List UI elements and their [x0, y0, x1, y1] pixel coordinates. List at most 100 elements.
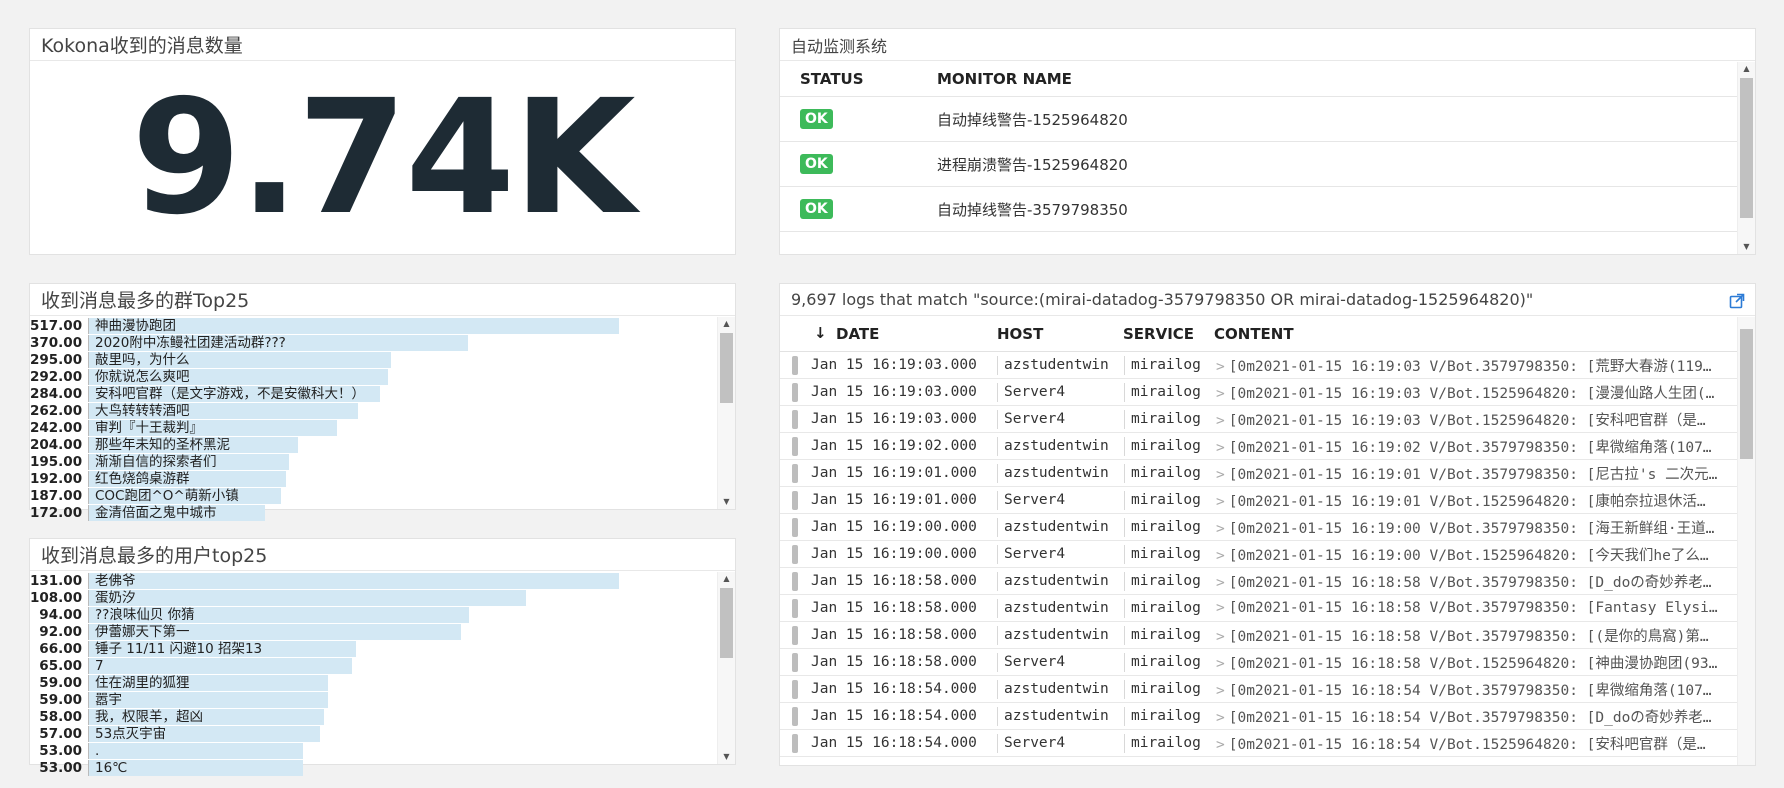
message-count-value: 9.74K	[131, 65, 635, 250]
log-content: [0m2021-01-15 16:19:02 V/Bot.3579798350:…	[1228, 439, 1712, 456]
log-content: [0m2021-01-15 16:19:03 V/Bot.3579798350:…	[1228, 358, 1712, 375]
toplist-bar	[89, 351, 391, 368]
scroll-up-icon[interactable]: ▲	[723, 319, 730, 328]
log-service: mirailog	[1131, 627, 1201, 643]
log-content: [0m2021-01-15 16:19:00 V/Bot.1525964820:…	[1228, 547, 1709, 564]
service-column-header[interactable]: SERVICE	[1123, 324, 1195, 343]
toplist-value: 284.00	[30, 385, 83, 402]
log-status-marker	[792, 436, 798, 456]
log-service: mirailog	[1131, 519, 1201, 535]
scroll-down-icon[interactable]: ▼	[723, 752, 730, 761]
log-date: Jan 15 16:19:00.000	[811, 519, 977, 535]
monitor-name[interactable]: 进程崩溃警告-1525964820	[937, 155, 1128, 174]
status-column-header[interactable]: STATUS	[800, 69, 864, 88]
toplist-value: 58.00	[39, 708, 82, 725]
toplist-label: 渐渐自信的探索者们	[95, 453, 217, 470]
log-date: Jan 15 16:19:01.000	[811, 465, 977, 481]
toplist-label: ??浪味仙贝 你猜	[95, 606, 195, 623]
content-column-header[interactable]: CONTENT	[1214, 324, 1294, 343]
toplist-label: 伊蕾娜天下第一	[95, 623, 190, 640]
logs-scrollbar[interactable]	[1737, 317, 1755, 765]
monitor-name[interactable]: 自动掉线警告-3579798350	[937, 200, 1128, 219]
log-host: Server4	[1004, 546, 1066, 562]
monitor-scrollbar[interactable]: ▲ ▼	[1737, 62, 1755, 254]
toplist-value: 192.00	[30, 470, 83, 487]
toplist-row[interactable]: 53.00.	[30, 742, 717, 759]
scrollbar-thumb[interactable]	[720, 588, 733, 658]
toplist-value: 262.00	[30, 402, 83, 419]
date-column-header[interactable]: ↓ DATE	[814, 323, 880, 343]
scroll-down-icon[interactable]: ▼	[1743, 242, 1750, 251]
log-content: [0m2021-01-15 16:18:54 V/Bot.3579798350:…	[1228, 682, 1712, 699]
toplist-bar	[89, 759, 303, 776]
log-host: azstudentwin	[1004, 465, 1109, 481]
toplist-label: 敲里吗，为什么	[95, 351, 190, 368]
expand-chevron-icon: >	[1216, 358, 1225, 375]
expand-chevron-icon: >	[1216, 493, 1225, 510]
scrollbar-thumb[interactable]	[720, 333, 733, 403]
toplist-bar	[89, 487, 281, 504]
scroll-down-icon[interactable]: ▼	[723, 497, 730, 506]
scroll-up-icon[interactable]: ▲	[1743, 64, 1750, 73]
monitor-table-header: STATUS MONITOR NAME	[780, 61, 1737, 97]
host-column-header[interactable]: HOST	[997, 324, 1044, 343]
toplist-row[interactable]: 94.00??浪味仙贝 你猜	[30, 606, 717, 623]
open-in-new-icon[interactable]	[1729, 293, 1745, 309]
top-users-scrollbar[interactable]: ▲ ▼	[717, 572, 735, 764]
scrollbar-thumb[interactable]	[1740, 78, 1753, 218]
scrollbar-thumb[interactable]	[1740, 329, 1753, 459]
monitor-name[interactable]: 自动掉线警告-1525964820	[937, 110, 1128, 129]
monitor-name-column-header[interactable]: MONITOR NAME	[937, 69, 1072, 88]
top-groups-scrollbar[interactable]: ▲ ▼	[717, 317, 735, 509]
log-date: Jan 15 16:19:03.000	[811, 411, 977, 427]
log-host: Server4	[1004, 384, 1066, 400]
log-table-header: ↓ DATE HOST SERVICE CONTENT	[780, 316, 1737, 352]
log-date: Jan 15 16:18:58.000	[811, 600, 977, 616]
toplist-value: 187.00	[30, 487, 83, 504]
sort-desc-icon[interactable]: ↓	[814, 323, 827, 342]
scroll-up-icon[interactable]: ▲	[723, 574, 730, 583]
